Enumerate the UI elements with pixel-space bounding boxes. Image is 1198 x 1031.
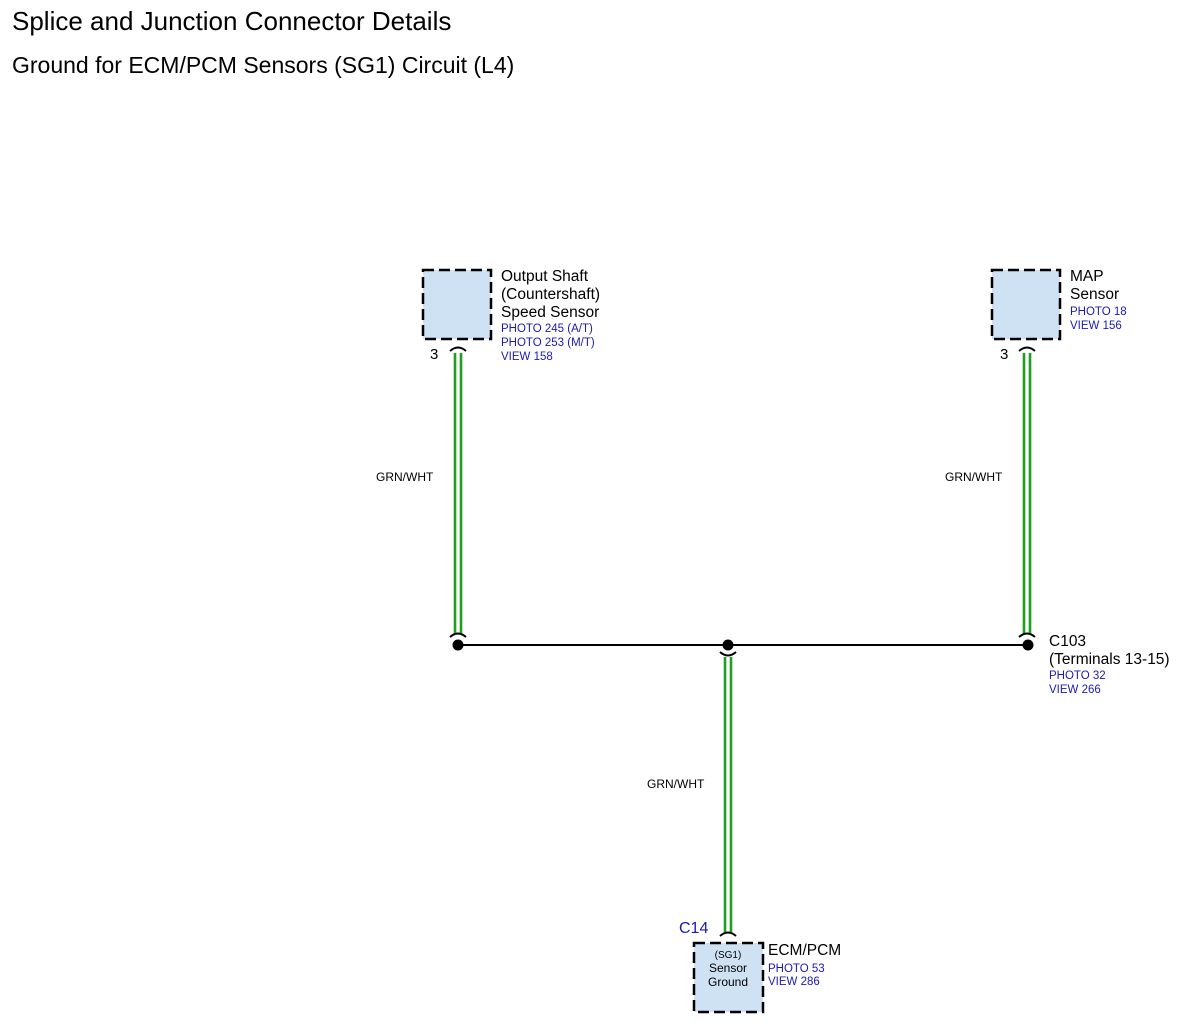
ecm-terminal-label-2: Ground bbox=[708, 975, 748, 989]
right-wire-top-cap bbox=[1018, 346, 1036, 352]
c103-name: C103 bbox=[1049, 633, 1086, 650]
output-shaft-sensor-name-1: Output Shaft bbox=[501, 268, 589, 285]
ecm-pcm-name: ECM/PCM bbox=[768, 942, 841, 959]
map-sensor-name-2: Sensor bbox=[1070, 286, 1119, 303]
c103-photo[interactable]: PHOTO 32 bbox=[1049, 670, 1106, 682]
c103-view[interactable]: VIEW 266 bbox=[1049, 684, 1101, 696]
center-splice-dot bbox=[722, 639, 734, 651]
left-junction-dot bbox=[452, 639, 464, 651]
map-sensor-pin: 3 bbox=[1000, 346, 1008, 363]
output-shaft-speed-sensor[interactable]: Output Shaft (Countershaft) Speed Sensor… bbox=[421, 268, 600, 363]
ecm-terminal-label-1: Sensor bbox=[709, 961, 747, 975]
ecm-terminal-sg1: (SG1) bbox=[715, 950, 742, 961]
output-shaft-sensor-photo-mt[interactable]: PHOTO 253 (M/T) bbox=[501, 337, 595, 349]
ecm-pcm-box[interactable] bbox=[692, 941, 765, 1014]
right-wire-color-label: GRN/WHT bbox=[945, 470, 1003, 484]
output-shaft-sensor-name-3: Speed Sensor bbox=[501, 304, 599, 321]
right-wire-bottom-cap bbox=[1018, 632, 1036, 638]
bottom-wire: GRN/WHT bbox=[647, 651, 737, 937]
c103-terminals: (Terminals 13-15) bbox=[1049, 651, 1170, 668]
output-shaft-sensor-view[interactable]: VIEW 158 bbox=[501, 351, 553, 363]
bottom-wire-bottom-cap bbox=[719, 931, 737, 937]
map-sensor-box[interactable] bbox=[990, 268, 1062, 341]
output-shaft-sensor-photo-at[interactable]: PHOTO 245 (A/T) bbox=[501, 323, 593, 335]
output-shaft-sensor-name-2: (Countershaft) bbox=[501, 286, 600, 303]
output-shaft-sensor-pin: 3 bbox=[430, 346, 438, 363]
ecm-pcm[interactable]: C14 (SG1) Sensor Ground ECM/PCM PHOTO 53… bbox=[679, 920, 841, 1014]
map-sensor-view[interactable]: VIEW 156 bbox=[1070, 320, 1122, 332]
right-wire: GRN/WHT bbox=[945, 346, 1036, 638]
left-wire-bottom-cap bbox=[449, 632, 467, 638]
ecm-pcm-photo[interactable]: PHOTO 53 bbox=[768, 963, 825, 975]
page-subtitle: Ground for ECM/PCM Sensors (SG1) Circuit… bbox=[12, 52, 514, 78]
left-wire-color-label: GRN/WHT bbox=[376, 470, 434, 484]
ecm-connector-id[interactable]: C14 bbox=[679, 920, 708, 937]
page-title: Splice and Junction Connector Details bbox=[12, 6, 451, 36]
map-sensor[interactable]: MAP Sensor PHOTO 18 VIEW 156 3 bbox=[990, 268, 1127, 363]
map-sensor-photo[interactable]: PHOTO 18 bbox=[1070, 306, 1127, 318]
bottom-wire-color-label: GRN/WHT bbox=[647, 777, 705, 791]
bottom-wire-top-cap bbox=[719, 651, 737, 657]
ecm-pcm-view[interactable]: VIEW 286 bbox=[768, 976, 820, 988]
left-wire-top-cap bbox=[449, 346, 467, 352]
map-sensor-name-1: MAP bbox=[1070, 268, 1104, 285]
right-junction-dot bbox=[1022, 639, 1034, 651]
output-shaft-sensor-box[interactable] bbox=[421, 268, 493, 341]
junction-connector-c103[interactable]: C103 (Terminals 13-15) PHOTO 32 VIEW 266 bbox=[1049, 633, 1170, 696]
left-wire: GRN/WHT bbox=[376, 346, 467, 638]
